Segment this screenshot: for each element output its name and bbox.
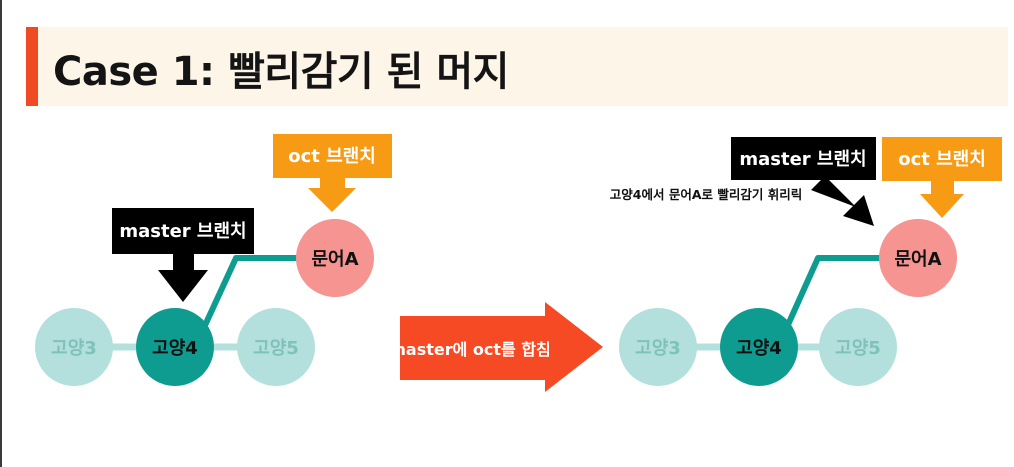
merge-arrow-label: master에 oct를 합침 bbox=[389, 340, 551, 359]
right-oct-label-box bbox=[882, 137, 1002, 181]
right-master-label: master 브랜치 bbox=[739, 149, 866, 170]
right-diagram: 고양3 고양5 고양4 문어A master 브랜치 oct 브랜치 고양4에서… bbox=[610, 137, 1002, 386]
title-accent-bar bbox=[26, 27, 38, 106]
right-commit-c4 bbox=[720, 308, 798, 386]
left-diagram: 고양3 고양5 고양4 문어A oct 브랜치 master 브랜치 bbox=[35, 134, 392, 386]
left-commit-a-label: 문어A bbox=[311, 249, 358, 270]
right-fastforward-note: 고양4에서 문어A로 빨리감기 휘리릭 bbox=[610, 187, 802, 202]
right-master-label-box bbox=[731, 137, 876, 180]
right-commit-c3 bbox=[619, 308, 697, 386]
left-branch-line bbox=[192, 255, 298, 349]
left-commit-a bbox=[296, 219, 374, 297]
right-commit-c5 bbox=[819, 308, 897, 386]
left-commit-c4 bbox=[136, 308, 214, 386]
left-commit-c3-label: 고양3 bbox=[51, 338, 97, 359]
left-commit-c5-label: 고양5 bbox=[253, 338, 299, 359]
right-commit-c5-label: 고양5 bbox=[835, 338, 881, 359]
left-master-label: master 브랜치 bbox=[119, 221, 246, 242]
right-oct-arrow-icon bbox=[920, 181, 964, 218]
left-oct-arrow-icon bbox=[308, 178, 356, 212]
right-master-arrow-icon bbox=[811, 176, 874, 226]
left-edge-rule bbox=[0, 0, 2, 467]
left-commit-c3 bbox=[35, 308, 113, 386]
right-branch-line bbox=[775, 255, 880, 349]
title-bar: Case 1: 빨리감기 된 머지 bbox=[26, 27, 1008, 106]
right-commit-a bbox=[879, 219, 957, 297]
left-commit-c4-label: 고양4 bbox=[152, 338, 198, 359]
left-oct-label: oct 브랜치 bbox=[288, 146, 376, 167]
right-commit-c3-label: 고양3 bbox=[635, 338, 681, 359]
page-title: Case 1: 빨리감기 된 머지 bbox=[53, 49, 509, 95]
left-oct-label-box bbox=[273, 134, 392, 178]
right-commit-c4-label: 고양4 bbox=[736, 338, 782, 359]
merge-arrow-icon bbox=[400, 302, 603, 392]
left-commit-c5 bbox=[237, 308, 315, 386]
right-oct-label: oct 브랜치 bbox=[898, 149, 986, 170]
left-master-label-box bbox=[112, 208, 254, 254]
merge-arrow: master에 oct를 합침 bbox=[389, 302, 603, 392]
right-commit-a-label: 문어A bbox=[894, 249, 941, 270]
left-master-arrow-icon bbox=[158, 254, 208, 302]
